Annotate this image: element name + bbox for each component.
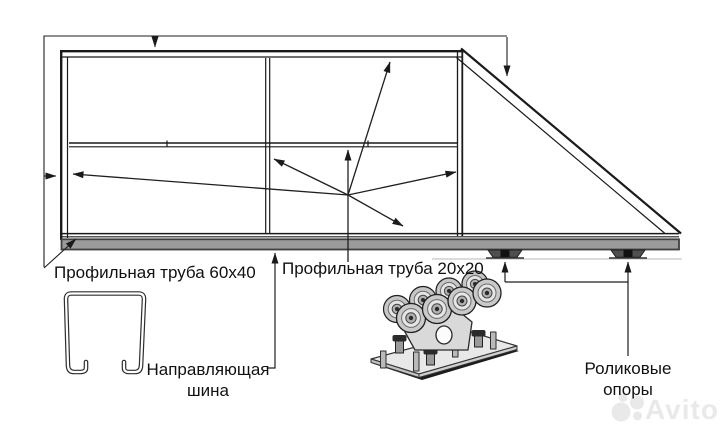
callout-tube-20x20 [72,61,457,262]
label-roller-supports-line1: Роликовые [584,359,672,378]
label-tube-20x20: Профильная труба 20x20 [282,259,484,278]
avito-logo-icon [611,393,644,422]
callout-roller-supports [501,261,632,356]
label-guide-rail-line1: Направляющая [146,360,270,379]
carriage-rollers-front [395,278,502,334]
label-tube-60x40: Профильная труба 60x40 [54,263,256,282]
guide-rail-profile [63,291,147,375]
callout-tube-60x40 [43,35,511,269]
roller-carriage-figure [370,270,519,380]
label-guide-rail-line2: шина [187,381,229,400]
avito-watermark: Avito [645,394,719,425]
label-roller-supports-line2: опоры [603,380,653,399]
gate-frame [60,47,682,240]
roller-supports [432,249,682,260]
callout-guide-rail [268,252,279,369]
label-roller-supports: Роликовые опоры [568,358,688,400]
guide-rail-bar [60,238,680,251]
label-guide-rail: Направляющая шина [138,359,278,401]
